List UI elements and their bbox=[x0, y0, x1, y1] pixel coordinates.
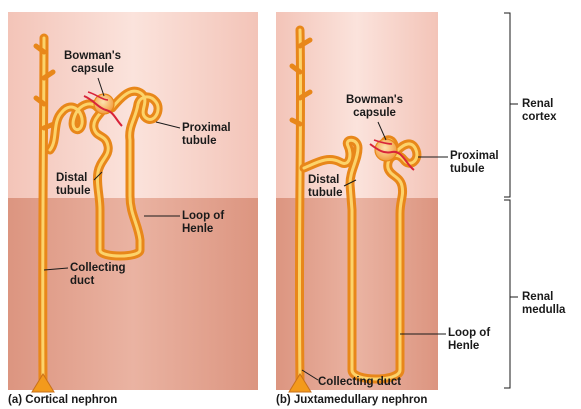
panel-b-collecting-leader bbox=[301, 369, 319, 381]
panel-a-collecting-leader bbox=[43, 267, 69, 271]
panel-a-bowmans-leader bbox=[97, 77, 105, 97]
panel-a-distal-leader bbox=[93, 171, 103, 181]
cortex-bracket bbox=[504, 12, 511, 198]
panel-b-bowmans-capsule-label: Bowman's capsule bbox=[346, 94, 404, 119]
panel-b-caption-text: Juxtamedullary nephron bbox=[293, 394, 428, 406]
panel-b-nephron bbox=[299, 135, 422, 384]
panel-a-distal-tubule-label: Distal tubule bbox=[56, 172, 91, 197]
panel-b-collecting-duct bbox=[288, 25, 313, 393]
panel-b-distal-tubule-label: Distal tubule bbox=[308, 174, 343, 199]
region-bracket bbox=[504, 12, 518, 389]
panel-b-loop-of-henle-label: Loop of Henle bbox=[448, 327, 491, 352]
panel-a-collecting-duct-label: Collecting duct bbox=[70, 262, 126, 287]
panel-a-caption-letter: (a) bbox=[8, 394, 23, 406]
panel-a-proximal-tubule-label: Proximal tubule bbox=[182, 122, 231, 147]
medulla-bracket bbox=[504, 199, 511, 389]
panel-b-bowmans-leader bbox=[377, 121, 387, 141]
panel-a-bowmans-capsule-label: Bowman's capsule bbox=[64, 50, 122, 75]
panel-a-caption: (a) Cortical nephron bbox=[8, 394, 117, 406]
panel-a-caption-text: Cortical nephron bbox=[25, 394, 118, 406]
leader-lines bbox=[43, 77, 448, 381]
renal-cortex-label: Renal cortex bbox=[522, 98, 557, 123]
panel-b-caption: (b) Juxtamedullary nephron bbox=[276, 394, 427, 406]
panel-a-nephron bbox=[45, 86, 163, 261]
panel-b-proximal-tubule-label: Proximal tubule bbox=[450, 150, 499, 175]
panel-b-caption-letter: (b) bbox=[276, 394, 291, 406]
panel-a-background bbox=[8, 12, 258, 390]
panel-a-loop-of-henle-label: Loop of Henle bbox=[182, 210, 225, 235]
panel-a-proximal-leader bbox=[155, 121, 181, 129]
panel-a-glomerulus bbox=[93, 93, 115, 115]
renal-medulla-label: Renal medulla bbox=[522, 291, 566, 316]
panel-a-medulla-region bbox=[8, 198, 258, 390]
panel-b-collecting-duct-label: Collecting duct bbox=[318, 376, 402, 388]
panel-b-distal-leader bbox=[343, 179, 357, 187]
panel-a-collecting-duct bbox=[31, 33, 57, 393]
